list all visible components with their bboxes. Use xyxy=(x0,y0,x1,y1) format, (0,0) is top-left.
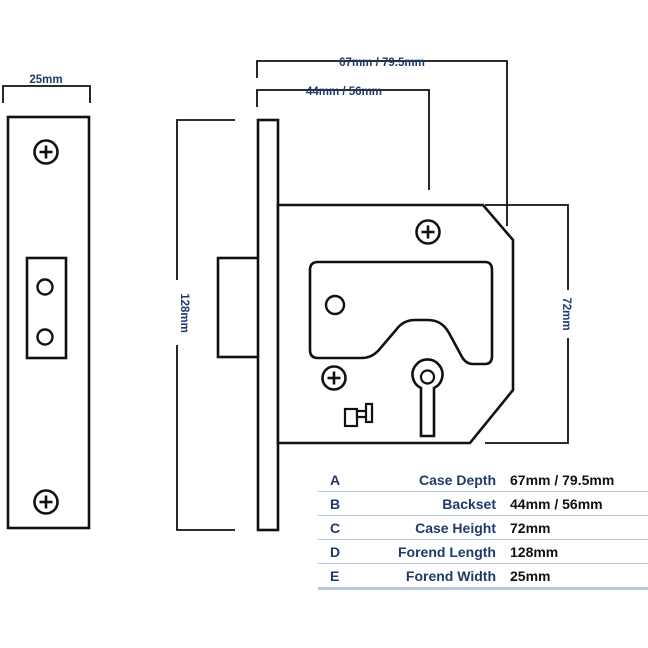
case-height-label: 72mm xyxy=(560,297,572,330)
lever-pin-icon xyxy=(343,402,374,428)
table-row: A Case Depth 67mm / 79.5mm xyxy=(318,468,648,492)
case-depth-dimension: 67mm / 79.5mm xyxy=(256,57,508,226)
row-value: 44mm / 56mm xyxy=(510,491,648,516)
case-height-dimension: 72mm xyxy=(485,204,572,444)
row-letter: D xyxy=(318,539,372,564)
row-value: 72mm xyxy=(510,515,648,540)
row-name: Forend Width xyxy=(372,563,510,590)
row-value: 25mm xyxy=(510,563,648,590)
latch-hole-upper-icon xyxy=(36,278,54,296)
table-row: E Forend Width 25mm xyxy=(318,563,648,590)
deadbolt xyxy=(216,256,262,359)
row-value: 67mm / 79.5mm xyxy=(510,468,648,492)
case-lower-screw-icon xyxy=(321,365,347,391)
forend-width-dimension: 25mm xyxy=(2,74,91,103)
keyhole-inner-icon xyxy=(419,369,436,385)
forend-front-view xyxy=(6,115,91,530)
row-name: Case Height xyxy=(372,515,510,540)
forend-length-dimension: 128mm xyxy=(176,119,235,531)
case-inner-cutout xyxy=(308,260,494,366)
row-value: 128mm xyxy=(510,539,648,564)
row-name: Case Depth xyxy=(372,468,510,492)
forend-length-label: 128mm xyxy=(178,293,190,333)
row-letter: E xyxy=(318,563,372,590)
latch-hole-lower-icon xyxy=(36,328,54,346)
forend-bottom-screw-icon xyxy=(33,489,59,515)
backset-dimension: 44mm / 56mm xyxy=(256,86,430,190)
keyhole-icon xyxy=(411,358,444,438)
spec-table: A Case Depth 67mm / 79.5mm B Backset 44m… xyxy=(318,468,648,590)
backset-label: 44mm / 56mm xyxy=(306,86,382,98)
forend-top-screw-icon xyxy=(33,139,59,165)
row-name: Backset xyxy=(372,491,510,516)
row-letter: C xyxy=(318,515,372,540)
case-top-screw-icon xyxy=(415,219,441,245)
lock-side-view xyxy=(216,118,515,532)
table-row: D Forend Length 128mm xyxy=(318,539,648,564)
case-hole-icon xyxy=(324,294,346,316)
forend-strip xyxy=(256,118,280,532)
forend-width-label: 25mm xyxy=(29,74,62,86)
row-letter: B xyxy=(318,491,372,516)
table-row: C Case Height 72mm xyxy=(318,515,648,540)
row-letter: A xyxy=(318,468,372,492)
row-name: Forend Length xyxy=(372,539,510,564)
case-depth-label: 67mm / 79.5mm xyxy=(339,57,425,69)
table-row: B Backset 44mm / 56mm xyxy=(318,491,648,516)
